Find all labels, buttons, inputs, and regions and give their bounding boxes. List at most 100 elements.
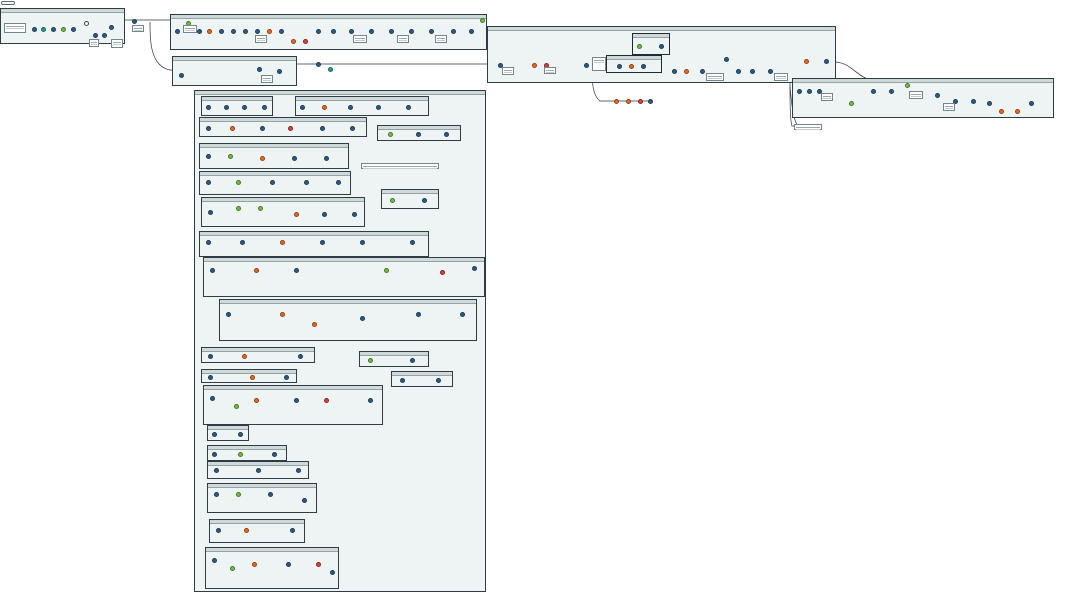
filter-icon[interactable] — [236, 492, 241, 497]
output-data-icon[interactable] — [406, 105, 411, 110]
container-header[interactable] — [204, 386, 382, 390]
join-icon[interactable] — [312, 322, 317, 327]
formula-icon[interactable] — [292, 156, 297, 161]
output-data-icon[interactable] — [1029, 101, 1034, 106]
select-icon[interactable] — [320, 126, 325, 131]
select-icon[interactable] — [389, 29, 394, 34]
comment-box[interactable] — [183, 25, 197, 33]
container-row[interactable] — [201, 96, 273, 116]
join-icon[interactable] — [804, 59, 809, 64]
input-data-icon[interactable] — [179, 73, 184, 78]
container-row[interactable] — [209, 519, 305, 543]
input-data-icon[interactable] — [216, 528, 221, 533]
container-row[interactable] — [207, 445, 287, 461]
container-row[interactable] — [199, 231, 429, 257]
select-icon[interactable] — [304, 180, 309, 185]
filter-icon[interactable] — [849, 101, 854, 106]
union-icon[interactable] — [360, 240, 365, 245]
comment-box[interactable] — [706, 73, 724, 81]
comment-box[interactable] — [821, 93, 833, 101]
container-header[interactable] — [210, 520, 304, 524]
filter-icon[interactable] — [388, 132, 393, 137]
formula-icon[interactable] — [584, 63, 589, 68]
formula-icon[interactable] — [953, 99, 958, 104]
output-data-icon[interactable] — [824, 59, 829, 64]
union-icon[interactable] — [255, 29, 260, 34]
browse-icon[interactable] — [84, 21, 89, 26]
union-icon[interactable] — [429, 29, 434, 34]
union-icon[interactable] — [316, 62, 321, 67]
output-data-icon[interactable] — [349, 29, 354, 34]
output-data-icon[interactable] — [460, 312, 465, 317]
input-data-icon[interactable] — [300, 105, 305, 110]
join-icon[interactable] — [889, 89, 894, 94]
container-header[interactable] — [220, 300, 476, 304]
summarize-icon[interactable] — [93, 33, 98, 38]
formula-icon[interactable] — [294, 268, 299, 273]
input-data-icon[interactable] — [210, 268, 215, 273]
output-data-icon[interactable] — [352, 212, 357, 217]
formula-icon[interactable] — [243, 29, 248, 34]
select-icon[interactable] — [279, 29, 284, 34]
comment-box[interactable] — [353, 35, 367, 43]
output-data-icon[interactable] — [298, 354, 303, 359]
container-row[interactable] — [377, 125, 461, 141]
output-data-icon[interactable] — [272, 452, 277, 457]
input-data-icon[interactable] — [797, 89, 802, 94]
comment-box[interactable] — [774, 73, 788, 81]
container-row[interactable] — [199, 143, 349, 169]
container-row[interactable] — [207, 483, 317, 513]
container-row[interactable] — [199, 171, 351, 195]
container-header[interactable] — [202, 97, 272, 101]
container-header[interactable] — [1, 9, 124, 13]
container-header[interactable] — [171, 15, 486, 19]
container-header[interactable] — [200, 172, 350, 176]
comment-box[interactable] — [89, 39, 99, 47]
input-data-icon[interactable] — [175, 29, 180, 34]
output-stack[interactable] — [794, 124, 822, 130]
input-data-icon[interactable] — [498, 63, 503, 68]
input-data-icon[interactable] — [212, 452, 217, 457]
input-data-icon[interactable] — [208, 354, 213, 359]
container-row[interactable] — [207, 461, 309, 479]
filter-icon[interactable] — [384, 268, 389, 273]
select-icon[interactable] — [328, 67, 333, 72]
output-data-icon[interactable] — [324, 156, 329, 161]
summarize-icon[interactable] — [987, 101, 992, 106]
container-stage-2-inner-lower[interactable] — [606, 55, 662, 73]
formula-icon[interactable] — [294, 398, 299, 403]
output-data-icon[interactable] — [330, 570, 335, 575]
input-data-icon[interactable] — [226, 312, 231, 317]
select-icon[interactable] — [242, 105, 247, 110]
output-data-icon[interactable] — [410, 240, 415, 245]
container-header[interactable] — [378, 126, 460, 130]
output-data-icon[interactable] — [444, 132, 449, 137]
join-icon[interactable] — [250, 375, 255, 380]
filter-icon[interactable] — [230, 566, 235, 571]
formula-icon[interactable] — [286, 562, 291, 567]
formula-icon[interactable] — [416, 132, 421, 137]
input-data-icon[interactable] — [206, 126, 211, 131]
container-stage-2[interactable] — [487, 26, 836, 83]
browse-icon[interactable] — [469, 29, 474, 34]
comment-box[interactable] — [132, 25, 144, 32]
select-icon[interactable] — [672, 69, 677, 74]
zoom-indicator[interactable] — [1, 1, 15, 5]
container-row[interactable] — [381, 189, 439, 209]
union-icon[interactable] — [277, 69, 282, 74]
output-data-icon[interactable] — [109, 25, 114, 30]
container-header[interactable] — [202, 348, 314, 352]
input-data-icon[interactable] — [214, 492, 219, 497]
container-input-prep[interactable] — [0, 8, 125, 48]
formula-icon[interactable] — [197, 29, 202, 34]
container-header[interactable] — [195, 91, 485, 95]
output-data-icon[interactable] — [302, 498, 307, 503]
join-icon[interactable] — [280, 240, 285, 245]
container-header[interactable] — [202, 370, 296, 374]
formula-icon[interactable] — [617, 64, 622, 69]
join-icon[interactable] — [322, 105, 327, 110]
filter-icon[interactable] — [637, 44, 642, 49]
filter-icon[interactable] — [288, 126, 293, 131]
browse-icon[interactable] — [905, 83, 910, 88]
